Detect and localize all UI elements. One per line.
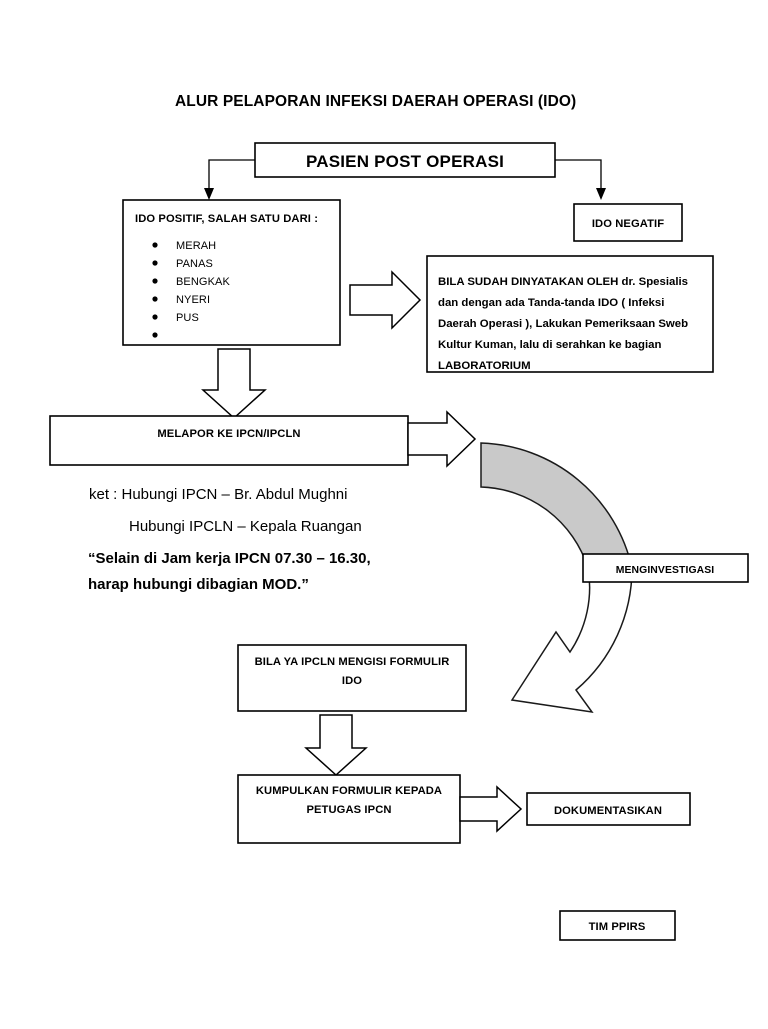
node-menginvestigasi: MENGINVESTIGASI [582, 553, 749, 583]
node-lab-instruction-line: BILA SUDAH DINYATAKAN OLEH dr. Spesialis [438, 276, 688, 288]
node-pasien-post-operasi-label: PASIEN POST OPERASI [306, 152, 504, 171]
note-block: ket : Hubungi IPCN – Br. Abdul Mughni Hu… [88, 486, 371, 593]
node-lab-instruction: BILA SUDAH DINYATAKAN OLEH dr. Spesialis… [426, 255, 714, 373]
node-lab-instruction-line: Kultur Kuman, lalu di serahkan ke bagian [438, 339, 661, 351]
node-melapor: MELAPOR KE IPCN/IPCLN [49, 415, 409, 466]
list-item: NYERI [176, 294, 210, 306]
node-ido-positif: IDO POSITIF, SALAH SATU DARI : MERAH PAN… [122, 199, 341, 346]
note-line-1: ket : Hubungi IPCN – Br. Abdul Mughni [89, 486, 347, 503]
arc-arrow-lower-head [510, 567, 633, 714]
connector-start-to-positif [204, 159, 255, 200]
bullet-dot-icon [152, 242, 158, 248]
node-menginvestigasi-label: MENGINVESTIGASI [616, 565, 715, 576]
node-kumpulkan-formulir-line: KUMPULKAN FORMULIR KEPADA [256, 785, 442, 797]
arrowhead-down-right [596, 188, 606, 200]
arrow-formulir-to-kumpulkan [304, 714, 368, 777]
node-lab-instruction-line: LABORATORIUM [438, 360, 531, 372]
node-dokumentasikan-label: DOKUMENTASIKAN [554, 805, 662, 817]
bullet-dot-icon [152, 278, 158, 284]
note-line-4: harap hubungi dibagian MOD.” [88, 576, 309, 593]
arc-arrow-upper-grey [480, 442, 633, 569]
node-ido-positif-header: IDO POSITIF, SALAH SATU DARI : [135, 213, 318, 225]
bullet-dot-icon [152, 296, 158, 302]
node-pasien-post-operasi: PASIEN POST OPERASI [254, 142, 556, 178]
arrow-kumpulkan-to-dokumentasi [459, 785, 523, 833]
node-ido-negatif-label: IDO NEGATIF [592, 218, 664, 230]
list-item: MERAH [176, 240, 216, 252]
node-dokumentasikan: DOKUMENTASIKAN [526, 792, 691, 826]
arrow-positif-to-melapor [201, 348, 267, 420]
connector-start-to-negatif [555, 159, 606, 200]
bullet-dot-icon [152, 332, 158, 338]
list-item: PANAS [176, 258, 213, 270]
node-ido-negatif: IDO NEGATIF [573, 203, 683, 242]
bullet-dot-icon [152, 314, 158, 320]
node-tim-ppirs-label: TIM PPIRS [589, 921, 646, 933]
bullet-dot-icon [152, 260, 158, 266]
node-tim-ppirs: TIM PPIRS [559, 910, 676, 941]
node-lab-instruction-line: dan dengan ada Tanda-tanda IDO ( Infeksi [438, 297, 664, 309]
node-formulir-ido: BILA YA IPCLN MENGISI FORMULIR IDO [237, 644, 467, 712]
arrowhead-down-left [204, 188, 214, 200]
arrow-melapor-to-investigasi [407, 410, 477, 468]
node-formulir-ido-line: IDO [342, 675, 362, 687]
arrow-positif-to-lab [349, 270, 422, 330]
note-line-2: Hubungi IPCLN – Kepala Ruangan [129, 518, 362, 535]
node-formulir-ido-line: BILA YA IPCLN MENGISI FORMULIR [255, 656, 450, 668]
node-kumpulkan-formulir-line: PETUGAS IPCN [306, 804, 391, 816]
note-line-3: “Selain di Jam kerja IPCN 07.30 – 16.30, [88, 550, 371, 567]
list-item: PUS [176, 312, 199, 324]
node-kumpulkan-formulir: KUMPULKAN FORMULIR KEPADA PETUGAS IPCN [237, 774, 461, 844]
node-melapor-label: MELAPOR KE IPCN/IPCLN [157, 428, 300, 440]
node-lab-instruction-line: Daerah Operasi ), Lakukan Pemeriksaan Sw… [438, 318, 688, 330]
page-title: ALUR PELAPORAN INFEKSI DAERAH OPERASI (I… [175, 93, 576, 110]
list-item: BENGKAK [176, 276, 230, 288]
